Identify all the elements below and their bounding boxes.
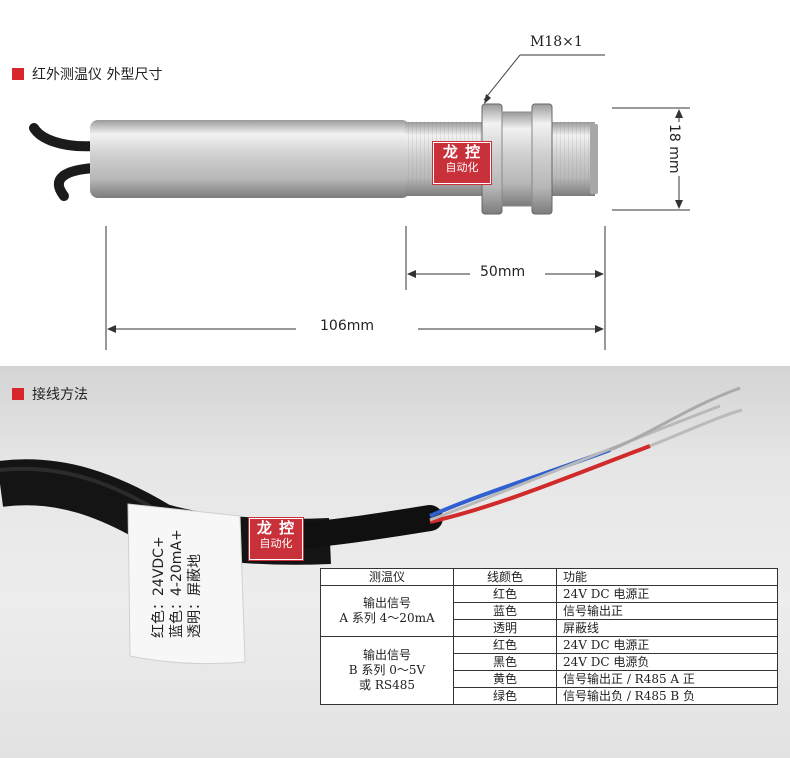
wire-color: 黑色 — [453, 653, 557, 671]
wire-color: 黄色 — [453, 670, 557, 688]
wiring-table: 测温仪 线颜色 功能 输出信号 A 系列 4～20mA 红色 24V DC 电源… — [320, 568, 778, 705]
brand-logo-line1: 龙 控 — [442, 143, 482, 161]
table-row: 绿色 信号输出负 / R485 B 负 — [321, 687, 778, 705]
series-line: 输出信号 — [362, 648, 411, 662]
diameter-label: 18 mm — [666, 122, 682, 176]
shield-wire — [429, 404, 721, 522]
wire-function: 信号输出正 / R485 A 正 — [556, 670, 778, 688]
cable-label-sleeve — [127, 503, 246, 665]
series-cell: 输出信号 A 系列 4～20mA — [320, 585, 454, 637]
brand-logo-line2: 自动化 — [445, 161, 479, 174]
cable-label-line1: 红色：24VDC+ — [151, 536, 167, 638]
red-square-icon — [12, 388, 24, 400]
table-header-row: 测温仪 线颜色 功能 — [320, 568, 778, 586]
section-heading-wiring: 接线方法 — [12, 384, 88, 404]
sensor-cable — [29, 123, 99, 152]
section-title: 红外测温仪 外型尺寸 — [32, 67, 163, 83]
wire-function: 信号输出负 / R485 B 负 — [556, 687, 778, 705]
thread-size-label: M18×1 — [530, 34, 583, 50]
series-line: B 系列 0～5V — [348, 663, 426, 677]
sensor-cable-end — [53, 163, 99, 201]
thread-length-label: 50mm — [480, 264, 526, 280]
series-line: 输出信号 — [362, 596, 411, 610]
table-row: 输出信号 B 系列 0～5V 或 RS485 红色 24V DC 电源正 — [320, 636, 778, 705]
section-heading-dimensions: 红外测温仪 外型尺寸 — [12, 64, 162, 84]
wire-color: 红色 — [453, 636, 557, 654]
table-header: 线颜色 — [453, 568, 557, 586]
series-cell: 输出信号 B 系列 0～5V 或 RS485 — [320, 636, 454, 705]
section-title: 接线方法 — [32, 387, 88, 403]
sensor-body — [90, 120, 410, 198]
wire-color: 蓝色 — [453, 602, 557, 620]
brand-logo-line1: 龙 控 — [256, 519, 296, 537]
cable-label-line3: 透明：屏蔽地 — [187, 554, 203, 638]
series-line: 或 RS485 — [359, 678, 415, 692]
wire-function: 24V DC 电源负 — [556, 653, 778, 671]
thread-pointer-line — [483, 54, 521, 101]
wire-color: 透明 — [453, 619, 557, 637]
wire-color: 绿色 — [453, 687, 557, 705]
table-row: 黄色 信号输出正 / R485 A 正 — [321, 670, 778, 688]
total-length-label: 106mm — [320, 318, 374, 334]
red-wire — [429, 444, 651, 524]
wire-color: 红色 — [453, 585, 557, 603]
brand-logo: 龙 控 自动化 — [249, 518, 303, 560]
table-header: 测温仪 — [320, 568, 454, 586]
wire-function: 24V DC 电源正 — [556, 585, 778, 603]
cable-label-line2: 蓝色：4-20mA+ — [169, 529, 185, 638]
heat-shrink-sleeve — [277, 505, 443, 549]
wire-function: 24V DC 电源正 — [556, 636, 778, 654]
table-row: 黑色 24V DC 电源负 — [321, 653, 778, 671]
brand-logo-line2: 自动化 — [259, 537, 293, 550]
wire-function: 屏蔽线 — [556, 619, 778, 637]
brand-logo: 龙 控 自动化 — [433, 142, 491, 184]
wire-function: 信号输出正 — [556, 602, 778, 620]
sensor-drawing — [29, 54, 690, 350]
table-row: 输出信号 A 系列 4～20mA 红色 24V DC 电源正 — [320, 585, 778, 637]
sensor-nut-right — [531, 103, 553, 215]
red-square-icon — [12, 68, 24, 80]
table-header: 功能 — [556, 568, 778, 586]
series-line: A 系列 4～20mA — [339, 611, 435, 625]
